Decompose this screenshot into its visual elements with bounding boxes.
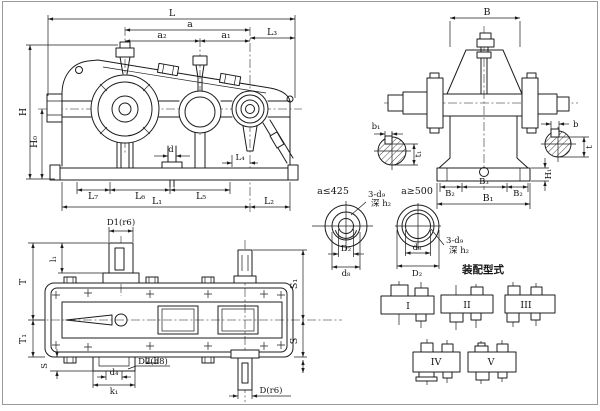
dim-label-B: B (484, 7, 491, 18)
dim-label-d4: d₄ (110, 368, 119, 378)
dim-label-s: S (40, 363, 50, 369)
assembly-types: 装配型式 I II III (380, 263, 556, 385)
dim-label-L2: L₂ (264, 196, 274, 207)
dim-label-l1: l₁ (49, 256, 59, 262)
assembly-type-2-label: II (463, 300, 471, 311)
input-shaft-key-detail: b₁ t₁ (372, 122, 424, 170)
dim-label-a: a (187, 19, 193, 30)
dim-label-H0: H₀ (29, 136, 40, 148)
dim-label-D2-large: D₂ (412, 269, 422, 279)
assembly-type-4-label: IV (431, 357, 442, 368)
front-view: L a a₂ a₁ L₃ H H₀ d L₄ L₇ L₆ L₅ L₁ L₂ (18, 8, 302, 212)
dim-label-H: H (18, 108, 29, 116)
dim-label-L6: L₆ (135, 191, 145, 202)
dim-label-B2-right: B₂ (513, 189, 523, 199)
dim-label-d: d (168, 145, 174, 155)
shaft-end-hole-detail-large: a≥500 3-d₉ 深 h₂ d₈ D₂ (395, 186, 469, 279)
assembly-type-5: V (467, 340, 517, 384)
dim-label-t: t (585, 145, 595, 149)
dim-label-S: S (289, 338, 300, 345)
dim-label-d8-large: d₈ (413, 243, 422, 253)
dim-label-a2: a₂ (157, 30, 167, 41)
dim-label-B1: B₁ (483, 193, 494, 204)
side-view-dimensions: B B₂ B₃ B₂ B₁ H₁ (436, 7, 554, 209)
dim-label-L5: L₅ (196, 191, 206, 202)
drawing-border (2, 1, 598, 405)
dim-label-D1: D1(r6) (107, 217, 135, 228)
assembly-type-4: IV (412, 339, 461, 385)
condition-label-large: a≥500 (401, 186, 433, 197)
condition-label-small: a≤425 (317, 186, 349, 197)
holes-label-large: 3-d₉ (446, 236, 464, 246)
shaft-end-hole-detail-small: a≤425 3-d₉ 深 h₂ D₂ d₈ (312, 186, 391, 279)
dim-label-H1: H₁ (544, 169, 554, 180)
dim-label-L4: L₄ (235, 153, 245, 163)
dim-label-t1: t₁ (414, 151, 424, 158)
depth-label-large: 深 h₂ (449, 246, 469, 256)
assembly-type-2: II (440, 284, 494, 330)
dim-label-b: b (573, 120, 579, 130)
plan-view-dimensions: D1(r6) l₁ T T₁ S₁ S S D2(h8) d₄ k₁ D(r6) (18, 217, 307, 399)
dim-label-a1: a₁ (221, 30, 231, 41)
front-view-dimensions: L a a₂ a₁ L₃ H H₀ d L₄ L₇ L₆ L₅ L₁ L₂ (18, 8, 296, 211)
dim-label-L: L (169, 8, 176, 19)
dim-label-D2-small: D₂ (341, 244, 351, 254)
dim-label-b1: b₁ (372, 122, 381, 132)
assembly-type-1-label: I (406, 301, 410, 312)
dim-label-S1: S₁ (289, 279, 300, 290)
output-shaft-key-detail: b t (541, 120, 595, 162)
assembly-title: 装配型式 (461, 263, 504, 276)
plan-view: D1(r6) l₁ T T₁ S₁ S S D2(h8) d₄ k₁ D(r6) (18, 217, 342, 402)
dim-label-L1: L₁ (152, 196, 162, 207)
assembly-type-3-label: III (520, 300, 532, 311)
dim-label-d8-small: d₈ (342, 269, 351, 279)
dim-label-B2-left: B₂ (445, 189, 455, 199)
assembly-type-5-label: V (487, 357, 495, 368)
dim-label-L7: L₇ (88, 191, 98, 202)
assembly-type-3: III (504, 282, 556, 327)
side-view: B B₂ B₃ B₂ B₁ H₁ b₁ t₁ b (372, 7, 595, 209)
assembly-type-1: I (380, 281, 435, 328)
dim-label-B3: B₃ (479, 177, 489, 187)
dim-label-L3: L₃ (267, 27, 277, 38)
dim-label-T1: T₁ (18, 334, 29, 344)
dim-label-T: T (18, 278, 29, 285)
depth-label-small: 深 h₂ (371, 199, 391, 209)
dim-label-D2h8: D2(h8) (138, 356, 168, 367)
holes-label-small: 3-d₉ (368, 190, 386, 200)
dim-label-k1: k₁ (110, 387, 119, 397)
dim-label-D: D(r6) (260, 385, 283, 396)
